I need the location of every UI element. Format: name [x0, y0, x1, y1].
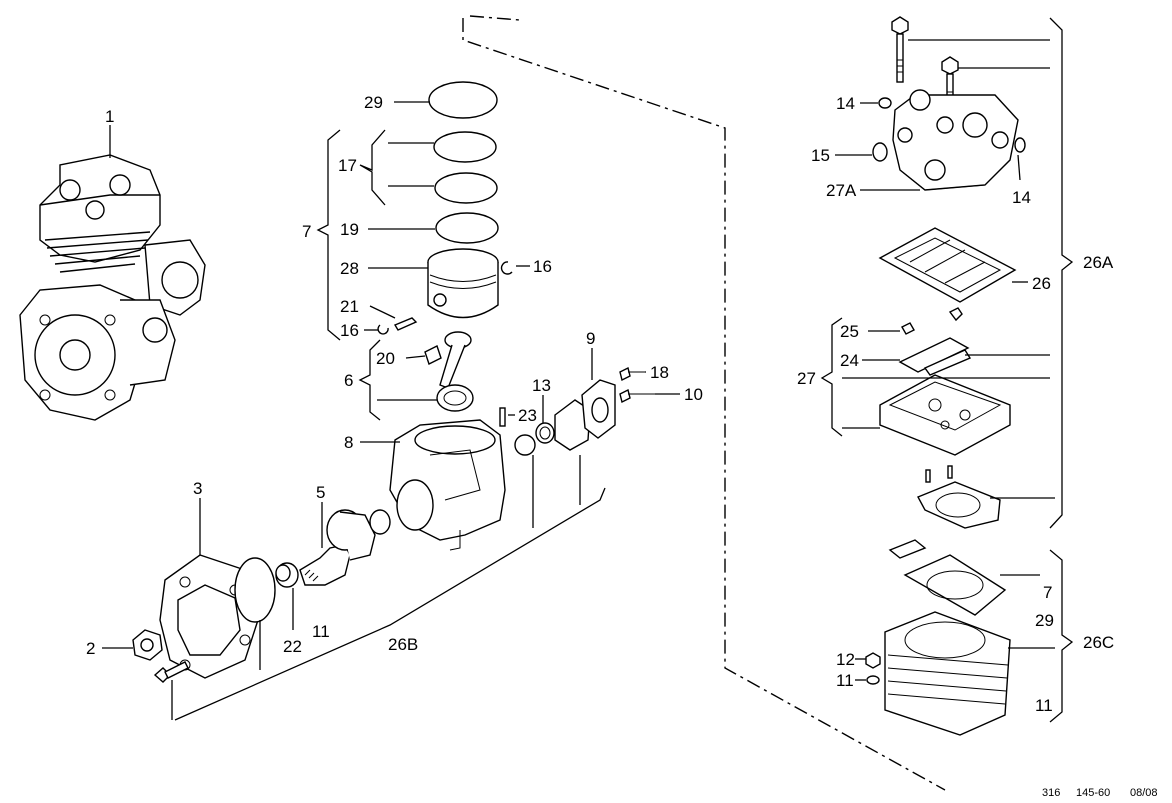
label-7: 7	[302, 222, 311, 241]
o-ring-14-right	[1014, 137, 1026, 153]
plug-15	[872, 142, 888, 162]
label-11-c: 11	[1035, 696, 1053, 715]
label-26a: 26A	[1083, 253, 1114, 272]
label-3: 3	[193, 479, 202, 498]
label-7-b: 7	[1043, 583, 1052, 602]
label-26c: 26C	[1083, 633, 1114, 652]
label-27a: 27A	[826, 181, 857, 200]
label-28: 28	[340, 259, 359, 278]
cylinder-washer	[866, 675, 880, 685]
piston-pin	[393, 317, 418, 331]
valve-plate	[879, 374, 1011, 456]
stud	[499, 407, 506, 427]
hex-nut	[132, 629, 163, 661]
connecting-rod-bushing	[424, 345, 442, 365]
label-16-a: 16	[533, 257, 552, 276]
piston-ring-1	[433, 131, 497, 163]
label-11-b: 11	[836, 671, 854, 690]
label-15: 15	[811, 146, 830, 165]
label-14-a: 14	[836, 94, 855, 113]
cover-screw-18	[619, 366, 645, 382]
label-21: 21	[340, 297, 359, 316]
label-6: 6	[344, 371, 353, 390]
part-labels: 1 2 3 5 6 7 8 9 10 11 11 11 12 13 14 14 …	[86, 93, 1114, 715]
cylinder	[884, 611, 1011, 736]
label-2: 2	[86, 639, 95, 658]
label-29-a: 29	[364, 93, 383, 112]
piston	[427, 248, 499, 319]
label-23: 23	[518, 406, 537, 425]
label-19: 19	[340, 220, 359, 239]
small-reed	[888, 539, 927, 559]
label-16-b: 16	[340, 321, 359, 340]
cylinder-head	[892, 89, 1019, 191]
label-29-b: 29	[1035, 611, 1054, 630]
label-25: 25	[840, 322, 859, 341]
label-26: 26	[1032, 274, 1051, 293]
label-17: 17	[338, 156, 357, 175]
reference-code: 316 145-60 08/08	[1042, 787, 1158, 799]
piston-seal-disc	[428, 81, 498, 119]
label-20: 20	[376, 349, 395, 368]
o-ring-14-left	[878, 97, 892, 109]
valve-gasket	[917, 481, 1001, 529]
head-bolt-long	[891, 16, 909, 83]
braces	[316, 17, 1074, 723]
label-18: 18	[650, 363, 669, 382]
label-5: 5	[316, 483, 325, 502]
crankshaft	[299, 509, 391, 586]
reference-code-2: 145-60	[1076, 787, 1110, 799]
label-26b: 26B	[388, 635, 418, 654]
label-1: 1	[105, 107, 114, 126]
label-14-b: 14	[1012, 188, 1031, 207]
crankcase-bushing	[514, 434, 536, 456]
circlip-upper	[500, 261, 513, 275]
label-8: 8	[344, 433, 353, 452]
label-10: 10	[684, 385, 703, 404]
circlip-lower	[377, 324, 389, 335]
label-22: 22	[283, 637, 302, 656]
rear-gasket	[554, 399, 591, 451]
piston-ring-2	[434, 172, 498, 204]
assembly-boundary-line	[462, 18, 946, 791]
label-11-a: 11	[312, 622, 330, 641]
piston-ring-3	[435, 212, 499, 244]
reference-code-3: 08/08	[1130, 787, 1158, 799]
crankcase	[389, 419, 506, 551]
cylinder-gasket	[903, 554, 1007, 616]
leader-lines	[102, 39, 1055, 721]
dowel-pin-right	[947, 465, 953, 479]
rear-cover	[581, 379, 616, 439]
cylinder-nut	[865, 652, 881, 669]
compressor-assembly	[19, 154, 206, 421]
reference-code-1: 316	[1042, 787, 1060, 799]
label-24: 24	[840, 351, 859, 370]
label-27: 27	[797, 369, 816, 388]
screw-25	[901, 322, 915, 335]
shaft-seal	[535, 422, 555, 444]
front-flange	[159, 554, 276, 679]
head-gasket-26	[878, 227, 1017, 303]
flange-screw	[153, 661, 189, 683]
dowel-pin-left	[925, 469, 931, 483]
label-12: 12	[836, 650, 855, 669]
reed-valve	[898, 337, 970, 373]
cover-screw-10	[619, 388, 655, 404]
connecting-rod	[436, 331, 474, 412]
label-13: 13	[532, 376, 551, 395]
assembly-boundary-line-lower	[469, 15, 521, 21]
label-9: 9	[586, 329, 595, 348]
small-screw	[948, 307, 963, 322]
